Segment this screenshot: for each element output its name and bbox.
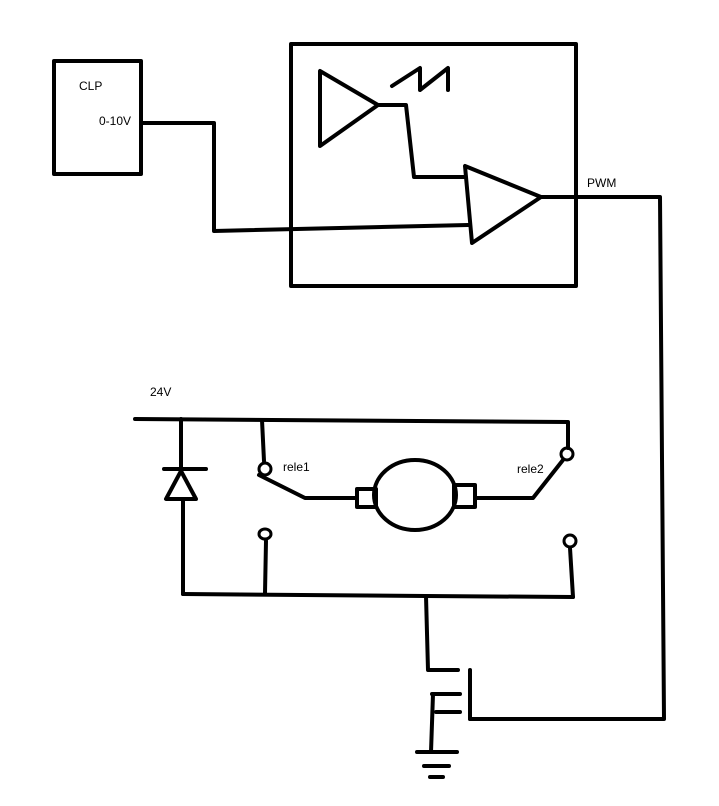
comparator-triangle: [463, 164, 543, 245]
pwm-label: PWM: [587, 176, 617, 190]
relay2-bottom-wire: [568, 546, 575, 599]
sawtooth-icon: [390, 66, 450, 92]
relay1-contact-bottom: [257, 527, 273, 541]
clp-box: [52, 59, 143, 176]
analog-signal-wire: [139, 121, 470, 233]
pwm-module-box: [289, 42, 578, 288]
clp-label: CLP: [79, 79, 103, 93]
relay1-arm: [257, 473, 359, 500]
transistor-source-wire: [429, 692, 435, 754]
supply-rail: [133, 417, 570, 450]
supply-voltage-label: 24V: [150, 385, 172, 399]
oscillator-triangle: [318, 69, 380, 148]
diode-icon: [164, 469, 198, 501]
relay1-contact-top: [257, 461, 273, 477]
motor-icon: [372, 458, 458, 532]
clp-output-label: 0-10V: [99, 114, 132, 128]
relay2-contact-bottom: [562, 533, 578, 549]
pwm-wire: [468, 195, 666, 721]
return-rail: [181, 592, 575, 599]
relay2-arm: [473, 458, 565, 500]
relay2-label: rele2: [517, 462, 544, 476]
relay2-contact-top: [559, 446, 575, 462]
transistor-drain-wire: [424, 594, 460, 672]
relay1-bottom-wire: [263, 539, 268, 595]
relay1-common-wire: [260, 418, 266, 463]
relay1-label: rele1: [283, 460, 310, 474]
oscillator-wire: [376, 103, 467, 179]
